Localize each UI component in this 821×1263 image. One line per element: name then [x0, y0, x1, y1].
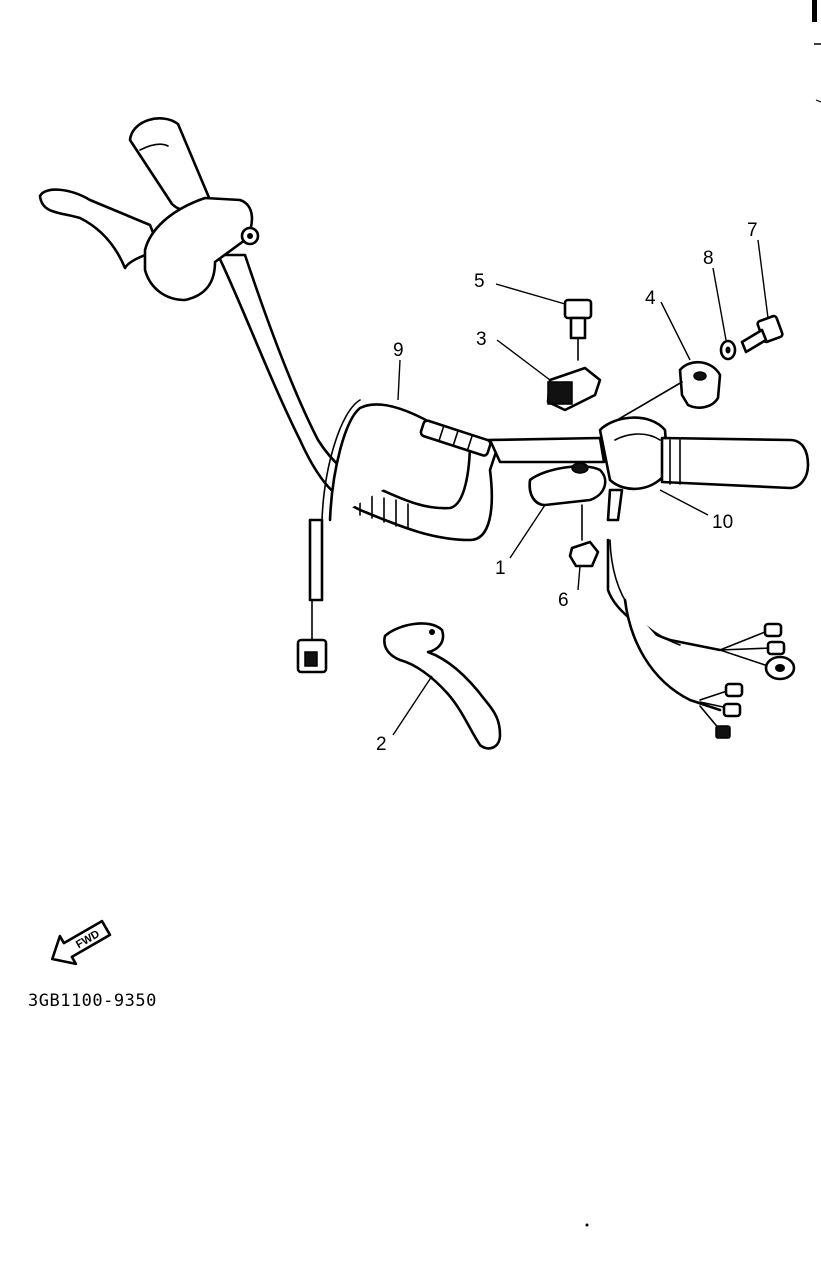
part-8-washer	[719, 339, 737, 361]
part-9-cable	[296, 399, 492, 674]
leader-lines	[392, 239, 769, 736]
stray-dot	[585, 1223, 589, 1227]
corner-mark	[812, 0, 821, 103]
callout-7: 7	[747, 220, 758, 241]
callout-3: 3	[476, 329, 487, 350]
switch-wiring	[606, 538, 796, 739]
callout-1: 1	[495, 558, 506, 579]
part-10-switch-housing	[598, 416, 810, 522]
callout-labels: 5 3 4 8 7 9 1 6 10 2	[376, 220, 758, 755]
callout-5: 5	[474, 271, 485, 292]
part-1-lever-holder	[528, 462, 607, 507]
fwd-arrow: FWD	[50, 919, 112, 966]
callout-8: 8	[703, 248, 714, 269]
part-2-lever	[383, 622, 502, 750]
callout-4: 4	[645, 288, 656, 309]
callout-6: 6	[558, 590, 569, 611]
part-6-nut	[568, 504, 600, 568]
diagram-code: 3GB1100-9350	[28, 991, 157, 1011]
callout-9: 9	[393, 340, 404, 361]
left-grip-assembly	[38, 117, 260, 302]
part-7-bolt	[740, 314, 784, 354]
callout-10: 10	[712, 512, 733, 533]
part-5-screw	[563, 298, 593, 361]
callout-2: 2	[376, 734, 387, 755]
part-3-switch	[546, 366, 602, 412]
